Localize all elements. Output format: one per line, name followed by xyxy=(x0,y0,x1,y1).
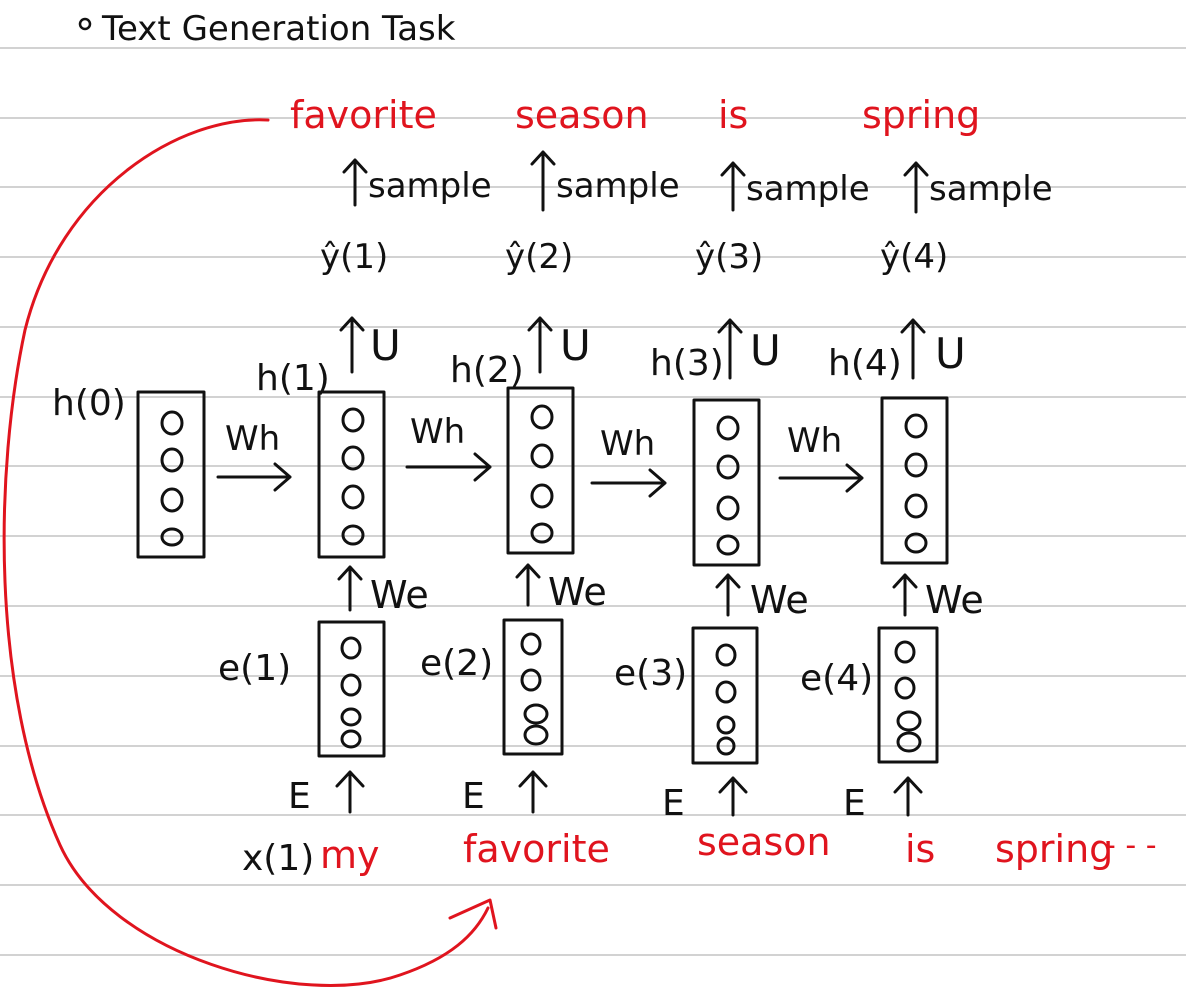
input-weight-1: E xyxy=(288,770,365,817)
input-word-1: my xyxy=(320,833,380,877)
embedding-weight-1: We xyxy=(337,565,429,617)
embedding-weight-3: We xyxy=(715,573,809,622)
yhat-label-1: ŷ(1) xyxy=(320,237,388,277)
ruled-lines xyxy=(0,47,1186,956)
yhat-label-2: ŷ(2) xyxy=(505,237,573,277)
output-weight-1: U xyxy=(339,316,401,374)
hidden-box-1 xyxy=(317,390,386,559)
input-word-2: favorite xyxy=(463,827,610,871)
up-arrow-icon xyxy=(339,316,365,374)
up-arrow-icon xyxy=(337,565,363,612)
yhat-label-4: ŷ(4) xyxy=(880,237,948,277)
sample-step-3: sample xyxy=(720,161,870,212)
recurrent-weight-1: Wh xyxy=(216,419,292,492)
output-weight-2: U xyxy=(527,316,591,374)
right-arrow-icon xyxy=(590,468,667,498)
hidden-label-4: h(4) xyxy=(828,343,902,384)
up-arrow-icon xyxy=(530,150,556,212)
up-arrow-icon xyxy=(342,158,368,207)
input-weight-2: E xyxy=(462,770,548,817)
yhat-label-3: ŷ(3) xyxy=(695,237,763,277)
right-arrow-icon xyxy=(216,462,292,492)
output-weight-3: U xyxy=(717,318,781,380)
up-arrow-icon xyxy=(720,161,746,212)
input-word-3: season xyxy=(697,820,831,864)
weight-we-label: We xyxy=(370,573,429,617)
output-word-2: season xyxy=(515,93,649,137)
embed-label-1: e(1) xyxy=(218,648,291,689)
embed-box-2 xyxy=(502,618,564,756)
sample-step-2: sample xyxy=(530,150,680,212)
weight-u-label: U xyxy=(370,321,401,370)
weight-e-label: E xyxy=(288,776,311,817)
sample-label: sample xyxy=(368,166,492,206)
hidden-label-2: h(2) xyxy=(450,350,524,391)
embed-box-4 xyxy=(877,626,939,764)
right-arrow-icon xyxy=(405,452,492,482)
weight-u-label: U xyxy=(750,326,781,375)
arrow-head-icon xyxy=(448,898,498,930)
up-arrow-icon xyxy=(335,770,365,814)
weight-we-label: We xyxy=(925,578,984,622)
up-arrow-icon xyxy=(715,573,741,617)
embed-box-3 xyxy=(691,626,759,765)
output-weight-4: U xyxy=(900,318,966,380)
weight-e-label: E xyxy=(662,783,685,824)
embedding-weight-4: We xyxy=(892,573,984,622)
hidden-label-3: h(3) xyxy=(650,343,724,384)
weight-e-label: E xyxy=(843,783,866,824)
weight-u-label: U xyxy=(935,329,966,378)
input-weight-4: E xyxy=(843,776,923,824)
embed-label-2: e(2) xyxy=(420,643,493,684)
hidden-label-0: h(0) xyxy=(52,383,126,424)
embed-label-4: e(4) xyxy=(800,658,873,699)
weight-we-label: We xyxy=(548,570,607,614)
right-arrow-icon xyxy=(778,463,864,493)
input-weight-3: E xyxy=(662,776,748,824)
up-arrow-icon xyxy=(893,776,923,817)
weight-we-label: We xyxy=(750,578,809,622)
up-arrow-icon xyxy=(515,563,541,607)
up-arrow-icon xyxy=(527,316,553,374)
output-word-1: favorite xyxy=(290,93,437,137)
embedding-weight-2: We xyxy=(515,563,607,614)
hidden-box-0 xyxy=(136,390,206,559)
weight-wh-label: Wh xyxy=(787,421,842,461)
weight-wh-label: Wh xyxy=(600,424,655,464)
recurrent-weight-2: Wh xyxy=(405,412,492,482)
up-arrow-icon xyxy=(718,776,748,817)
hidden-box-2 xyxy=(506,386,575,555)
up-arrow-icon xyxy=(892,573,918,617)
up-arrow-icon xyxy=(903,161,929,214)
weight-wh-label: Wh xyxy=(225,419,280,459)
hidden-box-3 xyxy=(692,398,761,567)
embed-box-1 xyxy=(317,620,386,758)
hidden-box-4 xyxy=(880,396,949,565)
up-arrow-icon xyxy=(717,318,743,380)
up-arrow-icon xyxy=(900,318,926,380)
sample-label: sample xyxy=(929,169,1053,209)
input-label: x(1) xyxy=(242,838,314,879)
weight-e-label: E xyxy=(462,776,485,817)
up-arrow-icon xyxy=(518,770,548,814)
sample-label: sample xyxy=(746,169,870,209)
sample-label: sample xyxy=(556,166,680,206)
output-word-3: is xyxy=(718,93,748,137)
sample-step-1: sample xyxy=(342,158,492,207)
recurrent-weight-3: Wh xyxy=(590,424,667,498)
recurrent-weight-4: Wh xyxy=(778,421,864,493)
weight-u-label: U xyxy=(560,321,591,370)
input-word-5: spring xyxy=(995,827,1113,871)
title-bullet-icon xyxy=(78,17,92,31)
embed-label-3: e(3) xyxy=(614,653,687,694)
feedback-arrow xyxy=(2,118,498,987)
continuation-dots: - - - xyxy=(1105,828,1157,863)
page-title: Text Generation Task xyxy=(101,9,456,49)
sample-step-4: sample xyxy=(903,161,1053,214)
input-word-4: is xyxy=(905,827,935,871)
weight-wh-label: Wh xyxy=(410,412,465,452)
output-word-4: spring xyxy=(862,93,980,137)
